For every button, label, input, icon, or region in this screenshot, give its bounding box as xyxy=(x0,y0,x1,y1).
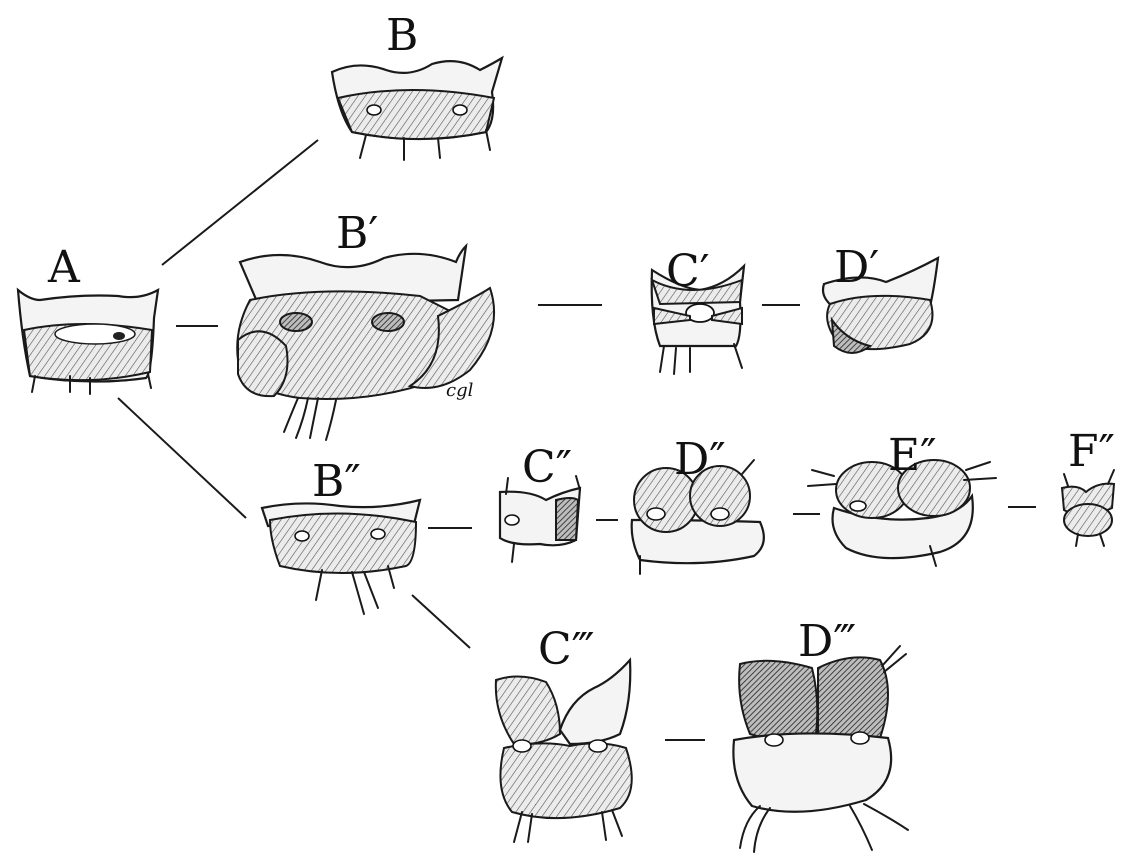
label-f2: F″ xyxy=(1068,426,1115,477)
connector-a-b xyxy=(162,140,318,265)
label-c1: C′ xyxy=(666,246,710,297)
label-b2: B″ xyxy=(312,456,361,507)
label-b: B xyxy=(386,10,418,61)
specimen-d3 xyxy=(733,646,908,852)
label-d1: D′ xyxy=(834,242,879,293)
connector-a-b2 xyxy=(118,398,246,518)
specimen-b1: cgl xyxy=(237,246,494,440)
specimen-a xyxy=(18,290,158,394)
label-cgl: cgl xyxy=(446,380,474,401)
label-c3: C‴ xyxy=(538,624,595,675)
label-d2: D″ xyxy=(674,434,726,485)
label-e2: E″ xyxy=(888,430,937,481)
label-d3: D‴ xyxy=(798,616,856,667)
figure-labels: A B B′ B″ C′ C″ C‴ D′ D″ D‴ E″ F″ xyxy=(47,10,1115,675)
label-c2: C″ xyxy=(522,442,572,493)
specimen-c3 xyxy=(496,660,632,842)
connector-b2-c3 xyxy=(412,595,470,648)
label-b1: B′ xyxy=(336,208,378,259)
specimen-f2 xyxy=(1062,470,1114,546)
label-a: A xyxy=(47,242,81,293)
specimen-b2 xyxy=(262,500,420,614)
specimen-b xyxy=(332,58,502,160)
